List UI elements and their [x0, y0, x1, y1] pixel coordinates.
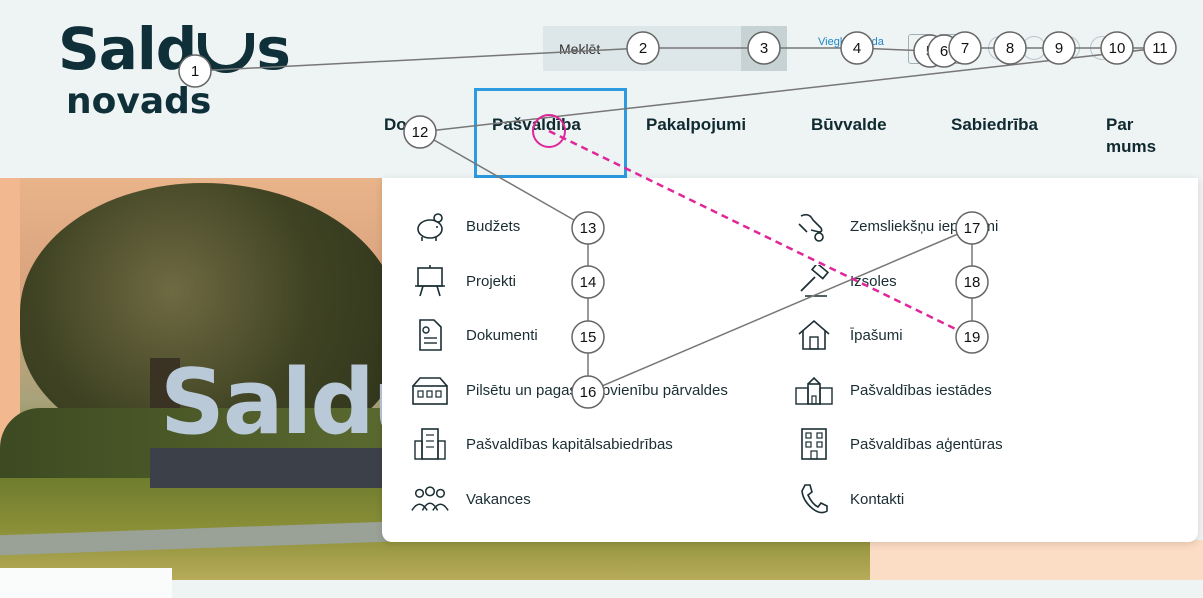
- utility-icons: [988, 36, 1114, 60]
- contrast-icon[interactable]: [1056, 36, 1080, 60]
- logo-text-left: Sald: [58, 15, 197, 83]
- language-button-1[interactable]: [908, 34, 934, 64]
- user-icon[interactable]: [1090, 36, 1114, 60]
- menu-item-label: Projekti: [466, 272, 517, 290]
- menu-item-label: Budžets: [466, 217, 521, 235]
- menu-item-projekti[interactable]: Projekti: [410, 263, 516, 299]
- search-bar: [543, 26, 787, 71]
- menu-item-label: Pilsētu un pagastu apvienību pārvaldes: [466, 381, 728, 399]
- people-group-icon: [410, 481, 450, 517]
- house-icon: [794, 317, 834, 353]
- logo-bottom-text: novads: [66, 81, 212, 122]
- menu-item-label: Vakances: [466, 490, 531, 508]
- nav-item-par-mums[interactable]: Par mums: [1106, 115, 1157, 156]
- phone-icon: [794, 481, 834, 517]
- presentation-board-icon: [410, 263, 450, 299]
- easy-language-link[interactable]: Vieglā valoda: [818, 36, 884, 48]
- menu-item-label: Pašvaldības kapitālsabiedrības: [466, 435, 673, 453]
- nav-item-pakalpojumi[interactable]: Pakalpojumi: [646, 115, 747, 134]
- menu-item-label: Zemsliekšņu iepirkumi: [850, 217, 999, 235]
- hand-coin-icon: [794, 208, 834, 244]
- menu-item-iepirkumi[interactable]: Zemsliekšņu iepirkumi: [794, 208, 998, 244]
- menu-item-label: Īpašumi: [850, 326, 903, 344]
- gavel-icon: [794, 263, 834, 299]
- pasvaldiba-dropdown: Budžets Projekti Dokumenti Pilsētu un pa…: [382, 178, 1198, 542]
- logo-text-right: s: [256, 15, 291, 83]
- agency-building-icon: [794, 426, 834, 462]
- search-input[interactable]: [543, 26, 741, 71]
- menu-item-vakances[interactable]: Vakances: [410, 481, 531, 517]
- document-icon: [410, 317, 450, 353]
- menu-item-kontakti[interactable]: Kontakti: [794, 481, 904, 517]
- font-size-icon[interactable]: [1022, 36, 1046, 60]
- menu-item-label: Izsoles: [850, 272, 897, 290]
- town-hall-icon: [410, 372, 450, 408]
- menu-item-agenturas[interactable]: Pašvaldības aģentūras: [794, 426, 1003, 462]
- menu-item-budzets[interactable]: Budžets: [410, 208, 520, 244]
- institution-icon: [794, 372, 834, 408]
- language-button-2[interactable]: [938, 34, 964, 64]
- nav-item-pasvaldiba[interactable]: Pašvaldība: [474, 88, 627, 178]
- nav-item-buvvalde[interactable]: Būvvalde: [811, 115, 887, 134]
- sign-base: [150, 448, 390, 488]
- nav-item-label: Pašvaldība: [492, 115, 581, 134]
- logo-arc-icon: [198, 33, 255, 73]
- menu-item-label: Pašvaldības aģentūras: [850, 435, 1003, 453]
- peach-block: [870, 540, 1203, 580]
- menu-item-kapitalsabiedribas[interactable]: Pašvaldības kapitālsabiedrības: [410, 426, 673, 462]
- menu-item-iestades[interactable]: Pašvaldības iestādes: [794, 372, 992, 408]
- menu-item-dokumenti[interactable]: Dokumenti: [410, 317, 538, 353]
- piggy-bank-icon: [410, 208, 450, 244]
- menu-item-ipasumi[interactable]: Īpašumi: [794, 317, 903, 353]
- footer-strip: [0, 580, 1203, 598]
- nav-item-sabiedriba[interactable]: Sabiedrība: [951, 115, 1038, 134]
- footer-card: [0, 568, 172, 598]
- menu-item-label: Dokumenti: [466, 326, 538, 344]
- search-icon: [756, 40, 772, 56]
- search-button[interactable]: [741, 26, 787, 71]
- menu-item-label: Kontakti: [850, 490, 905, 508]
- accessibility-icon[interactable]: [988, 36, 1012, 60]
- language-switcher: [908, 34, 964, 64]
- menu-item-label: Pašvaldības iestādes: [850, 381, 992, 399]
- company-building-icon: [410, 426, 450, 462]
- menu-item-parvaldes[interactable]: Pilsētu un pagastu apvienību pārvaldes: [410, 372, 728, 408]
- nav-item-dome[interactable]: Dome: [384, 115, 432, 134]
- menu-item-izsoles[interactable]: Izsoles: [794, 263, 897, 299]
